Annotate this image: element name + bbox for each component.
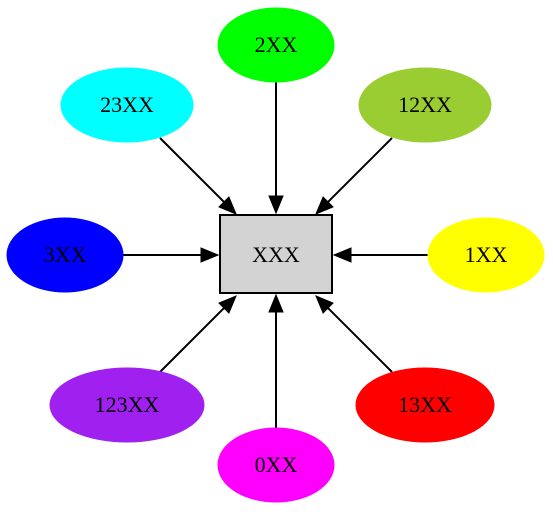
- arrowhead: [218, 196, 237, 215]
- edge-line: [159, 307, 225, 373]
- node-ellipse: [427, 217, 545, 293]
- edge-line: [327, 137, 393, 203]
- node-0XX: 0XX: [217, 427, 335, 503]
- arrowhead: [315, 196, 334, 215]
- node-ellipse: [6, 217, 124, 293]
- node-label: 23XX: [100, 92, 154, 117]
- node-ellipse: [60, 67, 194, 143]
- edge-2XX-to-XXX: [268, 82, 284, 215]
- edge-23XX-to-XXX: [159, 137, 237, 215]
- arrowhead: [268, 195, 284, 215]
- edge-0XX-to-XXX: [268, 293, 284, 428]
- node-label: 0XX: [255, 452, 298, 477]
- node-ellipse: [355, 367, 495, 443]
- node-ellipse: [217, 7, 335, 83]
- edge-line: [327, 307, 393, 373]
- arrowhead: [200, 247, 220, 263]
- edge-13XX-to-XXX: [315, 295, 393, 373]
- center-node-box: [219, 214, 333, 294]
- edges-layer: [123, 82, 428, 428]
- node-13XX: 13XX: [355, 367, 495, 443]
- node-ellipse: [358, 67, 492, 143]
- node-12XX: 12XX: [358, 67, 492, 143]
- node-label: 13XX: [398, 392, 452, 417]
- edge-123XX-to-XXX: [159, 295, 237, 373]
- center-node: XXX: [219, 214, 333, 294]
- node-label: 12XX: [398, 92, 452, 117]
- node-label: 3XX: [44, 242, 87, 267]
- outer-nodes-layer: 2XX 23XX 12XX 3XX 1XX 123XX 13XX 0XX: [6, 7, 545, 503]
- edge-line: [159, 137, 225, 203]
- arrowhead: [218, 295, 237, 314]
- node-1XX: 1XX: [427, 217, 545, 293]
- node-ellipse: [217, 427, 335, 503]
- node-123XX: 123XX: [49, 367, 205, 443]
- node-label: 123XX: [95, 392, 160, 417]
- node-label: 1XX: [465, 242, 508, 267]
- arrowhead: [315, 295, 334, 314]
- edge-3XX-to-XXX: [123, 247, 220, 263]
- node-3XX: 3XX: [6, 217, 124, 293]
- arrowhead: [268, 293, 284, 313]
- node-label: 2XX: [255, 32, 298, 57]
- arrowhead: [332, 247, 352, 263]
- edge-1XX-to-XXX: [332, 247, 428, 263]
- edge-12XX-to-XXX: [315, 137, 393, 215]
- node-ellipse: [49, 367, 205, 443]
- center-node-label: XXX: [252, 242, 300, 267]
- node-2XX: 2XX: [217, 7, 335, 83]
- node-23XX: 23XX: [60, 67, 194, 143]
